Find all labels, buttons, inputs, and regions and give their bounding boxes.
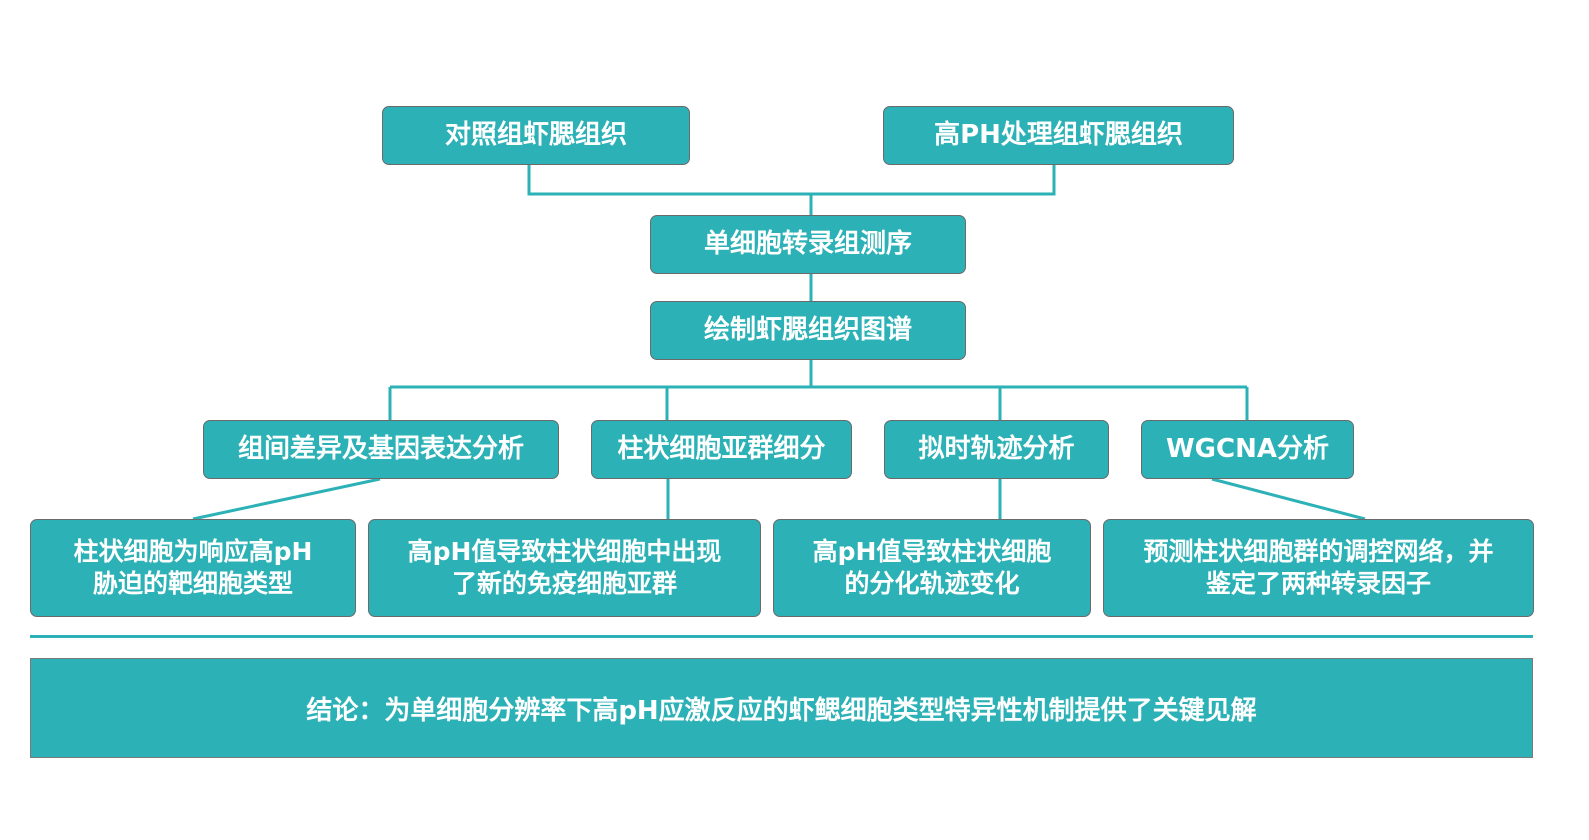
node-analysis-differential-label: 组间差异及基因表达分析 xyxy=(237,433,524,464)
node-high-ph-group-label: 高PH处理组虾腮组织 xyxy=(934,119,1183,150)
node-finding-target-cells-line2: 胁迫的靶细胞类型 xyxy=(92,569,293,598)
node-analysis-pseudotime: 拟时轨迹分析 xyxy=(884,420,1109,479)
node-finding-immune-subcluster-line2: 了新的免疫细胞亚群 xyxy=(451,569,677,598)
node-atlas: 绘制虾腮组织图谱 xyxy=(650,301,966,360)
node-analysis-differential: 组间差异及基因表达分析 xyxy=(203,420,559,479)
node-finding-immune-subcluster-line1: 高pH值导致柱状细胞中出现 xyxy=(407,536,722,566)
node-finding-target-cells: 柱状细胞为响应高pH 胁迫的靶细胞类型 xyxy=(30,519,356,617)
node-finding-regulatory-network-line2: 鉴定了两种转录因子 xyxy=(1205,569,1431,598)
node-analysis-wgcna-label: WGCNA分析 xyxy=(1166,433,1329,464)
node-finding-trajectory: 高pH值导致柱状细胞 的分化轨迹变化 xyxy=(773,519,1091,617)
node-sequencing: 单细胞转录组测序 xyxy=(650,215,966,274)
node-sequencing-label: 单细胞转录组测序 xyxy=(703,228,912,259)
connector-finding-4 xyxy=(1211,477,1366,521)
node-atlas-label: 绘制虾腮组织图谱 xyxy=(703,314,912,345)
node-control-group: 对照组虾腮组织 xyxy=(382,106,690,165)
node-high-ph-group: 高PH处理组虾腮组织 xyxy=(883,106,1234,165)
node-analysis-pseudotime-label: 拟时轨迹分析 xyxy=(918,433,1075,464)
node-finding-immune-subcluster: 高pH值导致柱状细胞中出现 了新的免疫细胞亚群 xyxy=(368,519,761,617)
node-analysis-subclusters-label: 柱状细胞亚群细分 xyxy=(617,433,826,464)
node-finding-regulatory-network-line1: 预测柱状细胞群的调控网络，并 xyxy=(1143,536,1494,566)
conclusion-text: 结论：为单细胞分辨率下高pH应激反应的虾鳃细胞类型特异性机制提供了关键见解 xyxy=(306,695,1257,726)
divider-line xyxy=(30,635,1533,638)
node-finding-trajectory-line1: 高pH值导致柱状细胞 xyxy=(812,536,1052,566)
node-finding-target-cells-line1: 柱状细胞为响应高pH xyxy=(73,536,313,566)
connector-finding-1 xyxy=(192,477,381,521)
node-finding-trajectory-line2: 的分化轨迹变化 xyxy=(844,569,1020,598)
node-finding-regulatory-network: 预测柱状细胞群的调控网络，并 鉴定了两种转录因子 xyxy=(1103,519,1534,617)
node-analysis-wgcna: WGCNA分析 xyxy=(1141,420,1354,479)
node-analysis-subclusters: 柱状细胞亚群细分 xyxy=(591,420,852,479)
connector-inputs-merge xyxy=(527,165,1056,196)
node-control-group-label: 对照组虾腮组织 xyxy=(444,119,627,150)
conclusion-banner: 结论：为单细胞分辨率下高pH应激反应的虾鳃细胞类型特异性机制提供了关键见解 xyxy=(30,658,1533,758)
